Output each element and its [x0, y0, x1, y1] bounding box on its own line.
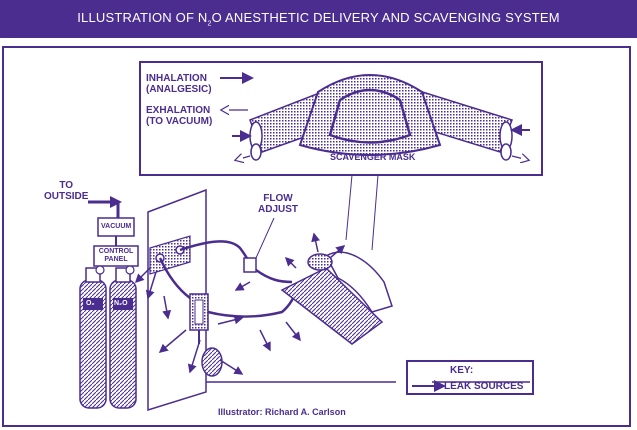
to-outside-line-2: OUTSIDE [44, 191, 89, 202]
inhalation-label: INHALATION (ANALGESIC) [146, 73, 212, 95]
flowmeter [189, 293, 209, 344]
exhalation-line-2: (TO VACUUM) [146, 116, 213, 127]
title-subscript: 2 [207, 20, 212, 28]
inhalation-line-2: (ANALGESIC) [146, 84, 212, 95]
to-outside-label: TO OUTSIDE [44, 180, 88, 202]
inhalation-line-1: INHALATION [146, 73, 207, 84]
vacuum-label: VACUUM [101, 223, 132, 230]
control-panel-line-1: CONTROL [98, 248, 134, 255]
exhalation-line-1: EXHALATION [146, 105, 211, 116]
diagram-title: ILLUSTRATION OF N2O ANESTHETIC DELIVERY … [77, 10, 560, 28]
scavenger-mask-label: SCAVENGER MASK [330, 152, 416, 162]
flow-adjust-label: FLOW ADJUST [258, 193, 298, 215]
patient-hose-bundle [280, 251, 393, 345]
oxygen-cylinder-label: O₂ [86, 300, 95, 307]
diagram-frame [2, 46, 631, 427]
control-panel-line-2: PANEL [104, 256, 128, 263]
flow-adjust-valve [243, 257, 257, 273]
nitrous-oxide-cylinder [109, 265, 137, 409]
reservoir-bag [201, 347, 223, 377]
flow-adjust-line-2: ADJUST [258, 204, 299, 215]
key-title: KEY: [450, 365, 474, 376]
nitrous-oxide-cylinder-label: N₂O [114, 300, 128, 307]
illustrator-credit: Illustrator: Richard A. Carlson [218, 407, 346, 417]
key-leak-sources: LEAK SOURCES [444, 381, 524, 392]
flow-adjust-line-1: FLOW [263, 193, 293, 204]
oxygen-cylinder [79, 265, 107, 409]
wall-outlet-panel [149, 235, 191, 275]
key-box [406, 360, 534, 395]
leak-arrows [134, 232, 346, 375]
exhaust-pipe [88, 196, 122, 218]
control-panel-label: CONTROL PANEL [97, 248, 135, 264]
to-outside-line-1: TO [59, 180, 74, 191]
title-bar [0, 0, 637, 38]
inset-panel [139, 61, 543, 251]
exhalation-label: EXHALATION (TO VACUUM) [146, 105, 212, 127]
control-panel-box [93, 245, 139, 267]
